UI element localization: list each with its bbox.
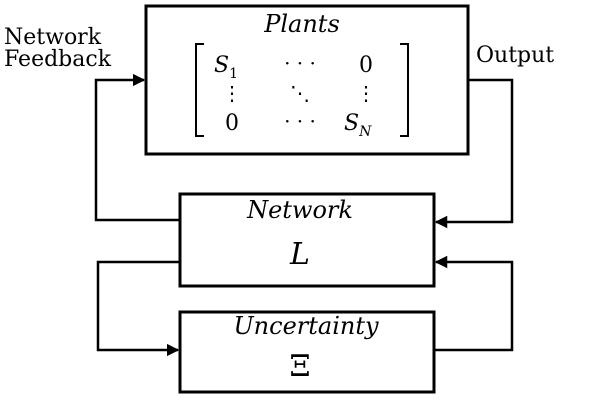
uncertainty-title: Uncertainty [233, 312, 379, 340]
network-feedback-label-line1: Network [4, 25, 102, 50]
matrix-vdots-right: ⋮ [356, 81, 376, 105]
matrix-sn: SN [344, 111, 372, 140]
network-box [178, 192, 436, 288]
matrix-vdots-left: ⋮ [222, 81, 242, 105]
network-feedback-label-line2: Feedback [4, 47, 112, 72]
output-label: Output [476, 43, 554, 68]
uncertainty-symbol: Ξ [289, 349, 310, 384]
network-block: Network L [178, 192, 436, 288]
matrix-row3-dots: · · · [284, 109, 316, 133]
matrix-ddots: ⋱ [290, 81, 310, 105]
matrix-left-bracket [195, 43, 204, 137]
matrix-right-bracket [400, 43, 409, 137]
plants-title: Plants [263, 10, 340, 38]
matrix-s1: S1 [214, 53, 238, 82]
uncertainty-box [178, 310, 436, 394]
network-to-uncertainty-wire [96, 260, 180, 357]
matrix-row3-zero: 0 [225, 111, 239, 136]
plants-block: Plants S1 · · · 0 ⋮ ⋱ ⋮ 0 · · · SN [144, 4, 470, 156]
network-symbol: L [289, 237, 310, 272]
uncertainty-block: Uncertainty Ξ [178, 310, 436, 394]
network-title: Network [246, 196, 353, 224]
network-feedback-wire [94, 73, 180, 222]
output-wire [434, 78, 514, 229]
matrix-row1-dots: · · · [284, 51, 316, 75]
uncertainty-to-network-wire [434, 255, 514, 352]
matrix-row1-zero: 0 [359, 53, 373, 78]
